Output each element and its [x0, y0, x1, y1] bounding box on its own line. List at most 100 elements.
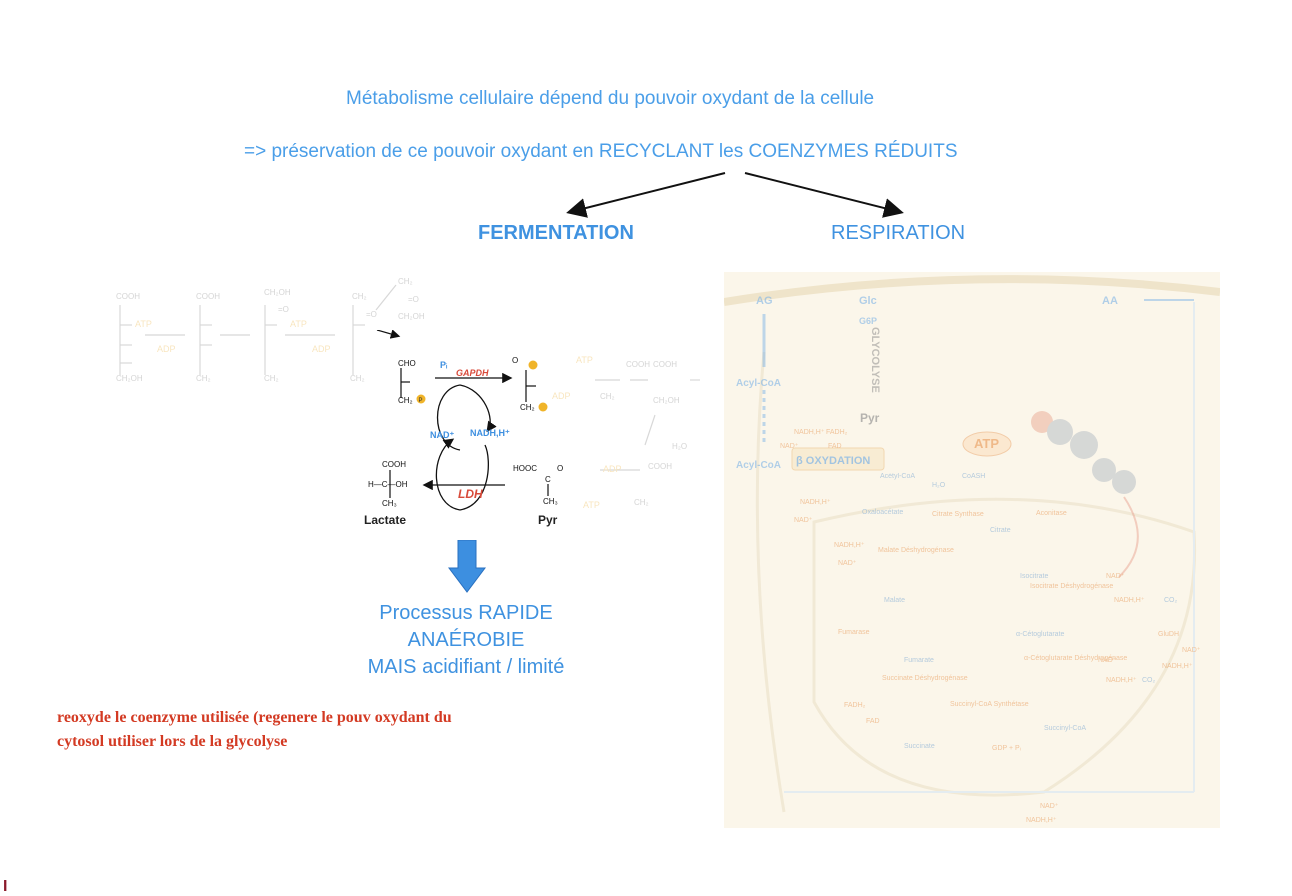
resp-fumarase: Fumarase — [838, 629, 870, 636]
respiration-label: RESPIRATION — [831, 222, 966, 244]
title-line-2: => préservation de ce pouvoir oxydant en… — [244, 141, 958, 162]
process-line-3: MAIS acidifiant / limité — [367, 656, 565, 678]
process-summary: Processus RAPIDE ANAÉROBIE MAIS acidifia… — [330, 600, 602, 681]
pyr-ch3: CH₃ — [543, 497, 558, 506]
glyco-adp-1: ADP — [157, 344, 176, 354]
resp-co2-1: CO₂ — [1164, 597, 1178, 604]
resp-malate-dh: Malate Déshydrogénase — [878, 547, 954, 554]
resp-nad-4: NAD⁺ — [1106, 573, 1125, 580]
resp-citrate: Citrate — [990, 527, 1011, 534]
resp-malate: Malate — [884, 597, 905, 604]
respiration-panel: AG Glc G6P AA Acyl-CoA Acyl-CoA Pyr GLYC… — [724, 272, 1220, 828]
resp-succinyl-synth: Succinyl-CoA Synthétase — [950, 701, 1029, 708]
g3p-cho: CHO — [398, 359, 416, 368]
resp-fadh2-2: FADH₂ — [844, 702, 866, 709]
resp-isocitrate-dh: Isocitrate Déshydrogénase — [1030, 583, 1113, 590]
resp-nadh-1: NADH,H⁺ — [794, 429, 825, 436]
glyco-cooh-1: COOH — [116, 292, 140, 301]
bpg-o: O — [512, 356, 518, 365]
glyco-cooh-4: COOH — [653, 360, 677, 369]
glyco-co-3: =O — [408, 295, 419, 304]
resp-coash: CoASH — [962, 473, 985, 480]
glyco-cooh-5: COOH — [648, 462, 672, 471]
title-line-1: Métabolisme cellulaire dépend du pouvoir… — [346, 88, 875, 109]
resp-akg-dh: α-Cétoglutarate Déshydrogénase — [1024, 655, 1127, 662]
resp-nadh-4: NADH,H⁺ — [1114, 597, 1145, 604]
ldh-label: LDH — [458, 487, 483, 501]
glyco-ch2oh-2: CH₂OH — [398, 312, 425, 321]
glycolysis-chain: COOH COOH CH₂OH =O CH₂ =O CH₂ =O CH₂OH C… — [116, 277, 700, 510]
resp-acyl-coa: Acyl-CoA — [736, 378, 781, 389]
resp-isocitrate: Isocitrate — [1020, 573, 1049, 580]
nad-label: NAD⁺ — [430, 430, 454, 440]
red-note: reoxyde le coenzyme utilisée (regenere l… — [57, 706, 452, 754]
glyco-ch2-5: CH₂ — [350, 374, 365, 383]
phosphate-icon — [416, 394, 426, 404]
resp-nad-3: NAD⁺ — [838, 560, 857, 567]
process-line-1: Processus RAPIDE — [379, 602, 553, 624]
red-note-line-2: cytosol utiliser lors de la glycolyse — [57, 733, 288, 750]
lactate-ch3: CH₃ — [382, 499, 397, 508]
fermentation-label: FERMENTATION — [478, 222, 634, 244]
glyco-ch2-2: CH₂ — [398, 277, 413, 286]
glyco-atp-2: ATP — [290, 319, 307, 329]
bpg-phosphate-icon-2 — [538, 402, 548, 412]
glyco-ch2oh-4: CH₂OH — [653, 396, 680, 405]
resp-nadh-2: NADH,H⁺ — [800, 499, 831, 506]
glyco-co-2: =O — [366, 310, 377, 319]
lactate-choh: H—C—OH — [368, 480, 408, 489]
resp-succ-dh: Succinate Déshydrogénase — [882, 675, 968, 682]
lactate-cooh: COOH — [382, 460, 406, 469]
resp-nadh-7: NADH,H⁺ — [1026, 817, 1057, 824]
glyco-ch2-6: CH₂ — [600, 392, 615, 401]
resp-h2o: H₂O — [932, 482, 946, 489]
pi-label: Pᵢ — [440, 360, 448, 370]
down-arrow-icon — [448, 540, 486, 593]
resp-citrate-synthase: Citrate Synthase — [932, 511, 984, 518]
resp-acetyl-coa: Acétyl-CoA — [880, 473, 915, 480]
glyco-ch2oh-1: CH₂OH — [264, 288, 291, 297]
resp-pyr: Pyr — [860, 411, 880, 425]
glyco-cooh-2: COOH — [196, 292, 220, 301]
glyco-ch2-4: CH₂ — [264, 374, 279, 383]
glyco-h2o: H₂O — [672, 442, 687, 451]
bpg-ch2: CH₂ — [520, 403, 535, 412]
phosphate-label: P — [419, 398, 423, 404]
resp-glc: Glc — [859, 295, 877, 307]
resp-glycolyse: GLYCOLYSE — [869, 327, 881, 393]
glyco-ch2-3: CH₂ — [196, 374, 211, 383]
resp-acyl-coa-2: Acyl-CoA — [736, 460, 781, 471]
resp-fadh2-1: FADH₂ — [826, 429, 848, 436]
pyr-hooc: HOOC — [513, 464, 537, 473]
lactate-label: Lactate — [364, 513, 406, 527]
resp-beta-ox: β OXYDATION — [796, 455, 870, 467]
resp-nad-2: NAD⁺ — [794, 517, 813, 524]
resp-nadh-6: NADH,H⁺ — [1162, 663, 1193, 670]
glyco-cooh-3: COOH — [626, 360, 650, 369]
glyco-atp-1: ATP — [135, 319, 152, 329]
red-note-line-1: reoxyde le coenzyme utilisée (regenere l… — [57, 709, 452, 726]
resp-fumarate: Fumarate — [904, 657, 934, 664]
resp-ag: AG — [756, 295, 773, 307]
resp-nad-7: NAD⁺ — [1040, 803, 1059, 810]
pyr-label: Pyr — [538, 513, 558, 527]
glyco-adp-4: ADP — [603, 464, 622, 474]
gapdh-label: GAPDH — [456, 368, 489, 378]
resp-nadh-5: NADH,H⁺ — [1106, 677, 1137, 684]
resp-nad-6: NAD⁺ — [1182, 647, 1201, 654]
glyco-ch2oh-3: CH₂OH — [116, 374, 143, 383]
branch-arrows — [566, 172, 904, 218]
fermentation-cycle: CHO CH₂ P Pᵢ GAPDH O CH₂ NAD⁺ NADH,H⁺ LD… — [364, 330, 563, 527]
glyco-ch2-1: CH₂ — [352, 292, 367, 301]
resp-co2-2: CO₂ — [1142, 677, 1156, 684]
resp-atp: ATP — [974, 436, 999, 451]
glyco-adp-2: ADP — [312, 344, 331, 354]
glyco-ch2-7: CH₂ — [634, 498, 649, 507]
resp-fad-1: FAD — [828, 443, 842, 450]
glyco-atp-4: ATP — [583, 500, 600, 510]
glyco-adp-3: ADP — [552, 391, 571, 401]
nadh-label: NADH,H⁺ — [470, 428, 510, 438]
process-line-2: ANAÉROBIE — [407, 629, 525, 651]
glyco-atp-3: ATP — [576, 355, 593, 365]
resp-nadh-3: NADH,H⁺ — [834, 542, 865, 549]
